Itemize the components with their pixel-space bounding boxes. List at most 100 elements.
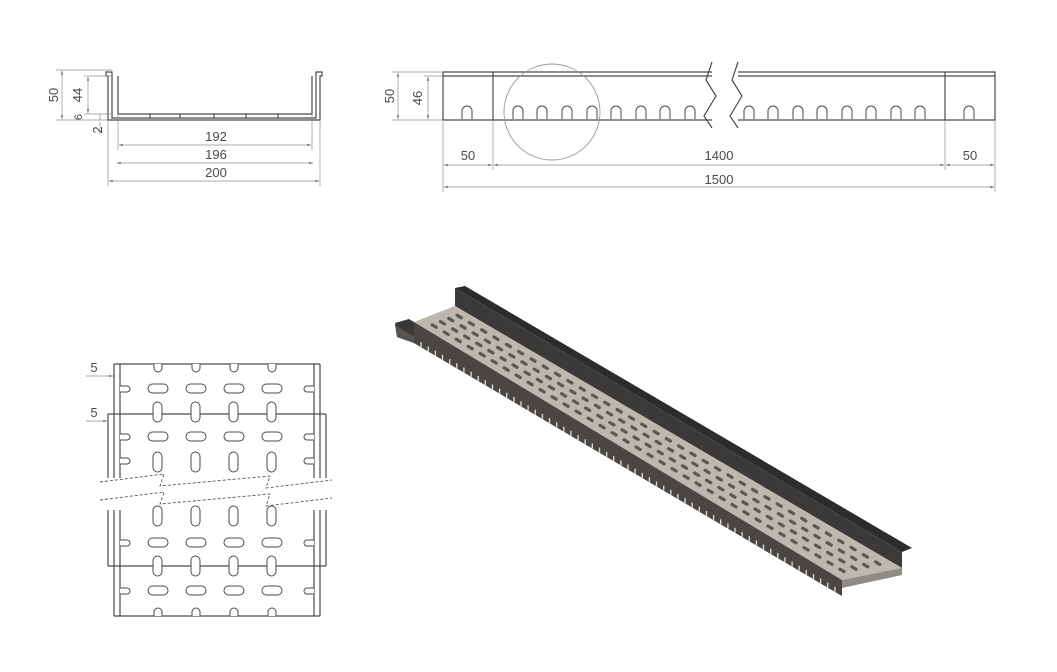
floor-slot — [514, 373, 522, 380]
side-end-left-label: 50 — [461, 148, 475, 163]
floor-slot — [511, 363, 519, 369]
floor-slot — [547, 384, 556, 391]
cross-width-mid-label: 196 — [205, 147, 227, 162]
floor-slot — [499, 356, 507, 362]
break-line-bottom — [99, 491, 333, 507]
floor-slot — [691, 461, 699, 468]
floor-slot — [705, 478, 713, 485]
floor-slot — [608, 420, 616, 427]
floor-slot — [652, 429, 660, 436]
floor-slot — [504, 342, 513, 349]
plan-view: 5 5 — [86, 360, 333, 617]
side-view-outline — [443, 71, 996, 121]
break-line-left — [703, 61, 717, 129]
floor-slot — [517, 349, 525, 356]
floor-slot — [849, 545, 857, 552]
floor-slot — [740, 490, 748, 497]
floor-slot — [753, 507, 761, 514]
floor-slot — [627, 415, 636, 421]
plan-slots — [147, 383, 283, 596]
floor-slot — [471, 331, 479, 337]
floor-slot — [838, 557, 846, 564]
floor-slot — [680, 464, 689, 470]
floor-slot — [742, 510, 750, 516]
floor-slot — [610, 430, 618, 437]
floor-slot — [467, 320, 476, 327]
floor-slot — [800, 516, 808, 523]
floor-slot — [532, 367, 540, 374]
floor-slot — [801, 536, 810, 542]
floor-slot — [790, 538, 798, 545]
floor-slot — [526, 380, 534, 387]
floor-slot — [557, 381, 565, 388]
floor-slot — [677, 444, 685, 450]
floor-slot — [777, 521, 785, 528]
floor-slot — [692, 471, 701, 478]
floor-slot — [550, 395, 558, 401]
floor-slot — [764, 504, 772, 511]
floor-slot — [634, 445, 642, 452]
floor-slot — [447, 316, 455, 323]
floor-slot — [538, 387, 546, 394]
plan-offset-second-label: 5 — [90, 405, 97, 420]
floor-slot — [442, 330, 450, 337]
floor-slot — [615, 407, 623, 414]
floor-slot — [775, 502, 783, 508]
floor-slot — [727, 483, 736, 489]
floor-slot — [455, 313, 463, 320]
cross-height-outer-label: 50 — [46, 88, 61, 102]
floor-slot — [475, 341, 483, 348]
floor-slot — [788, 519, 797, 526]
tray-profile-inner — [117, 76, 313, 115]
side-view: 50 46 50 1400 50 1500 — [382, 61, 996, 192]
floor-slot — [689, 451, 697, 458]
detail-circle — [503, 63, 601, 161]
floor-slot — [487, 348, 495, 355]
tray-front-wall — [414, 322, 842, 596]
floor-slot — [622, 438, 630, 444]
cross-height-inner-label: 44 — [70, 88, 85, 102]
side-middle-label: 1400 — [705, 148, 734, 163]
floor-slot — [670, 466, 678, 473]
floor-slot — [874, 560, 882, 566]
floor-slot — [738, 480, 746, 487]
floor-slot — [664, 436, 673, 443]
cross-thickness-label: 2 — [90, 126, 105, 133]
floor-slot — [544, 374, 553, 381]
tray-end-right-floor — [842, 568, 902, 588]
floor-slot — [802, 545, 810, 552]
floor-slot — [584, 406, 592, 413]
floor-slot — [642, 432, 650, 439]
floor-slot — [787, 509, 796, 516]
floor-slot — [682, 474, 690, 480]
floor-slot — [430, 323, 438, 329]
floor-slot — [535, 377, 543, 384]
tray-3d-render — [395, 286, 912, 596]
floor-slot — [718, 495, 726, 502]
floor-slot — [713, 465, 722, 472]
floor-slot — [630, 425, 638, 431]
floor-slot — [492, 335, 500, 342]
side-height-outer-label: 50 — [382, 89, 397, 103]
plan-edge-notches — [120, 364, 314, 616]
floor-slot — [826, 560, 834, 567]
floor-slot — [849, 555, 858, 562]
floor-slot — [741, 500, 749, 506]
floor-slot — [483, 338, 492, 345]
floor-slot — [578, 386, 586, 392]
floor-slot — [559, 392, 568, 398]
floor-slot — [644, 442, 652, 449]
cross-lip-label: 6 — [73, 114, 85, 120]
floor-slot — [658, 459, 666, 466]
floor-slot — [726, 473, 734, 479]
floor-slot — [478, 351, 486, 358]
floor-slot — [717, 485, 725, 492]
floor-slot — [480, 328, 488, 334]
floor-slot — [776, 512, 785, 518]
floor-slot — [605, 410, 614, 417]
floor-slot — [490, 359, 498, 365]
floor-slot — [826, 550, 834, 557]
floor-slot — [654, 439, 662, 446]
floor-slot — [706, 488, 714, 495]
floor-slot — [837, 538, 845, 545]
